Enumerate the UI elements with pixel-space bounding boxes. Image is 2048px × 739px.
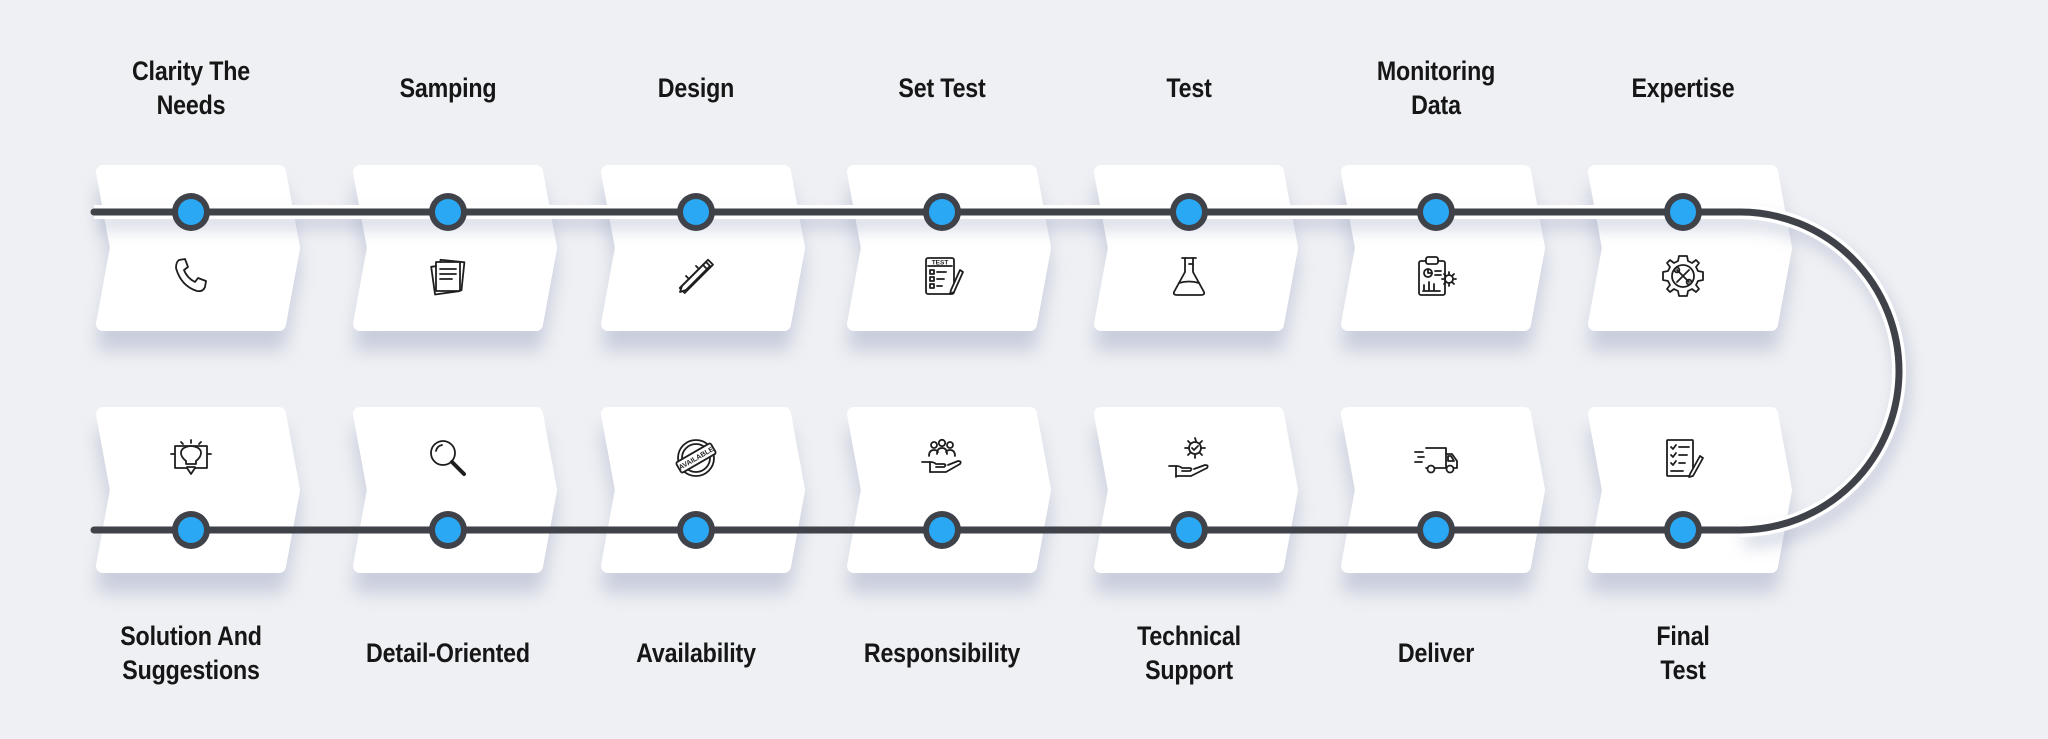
step-dot-top-7-fill [1670,199,1696,225]
step-dot-bottom-2-fill [435,517,461,543]
step-label-line: Detail-Oriented [366,638,530,668]
step-label-bottom-3: Availability [593,636,799,670]
gear-hand-icon [1168,437,1209,478]
step-label-line: Responsibility [863,638,1021,668]
step-label-line: Data [1411,90,1461,120]
step-label-line: Final [1656,621,1710,651]
people-hand-icon [921,438,962,473]
step-dot-bottom-1-fill [178,517,204,543]
step-dot-bottom-3-fill [683,517,709,543]
step-dot-top-3-fill [683,199,709,225]
step-label-line: Suggestions [122,655,260,685]
step-label-bottom-4: Responsibility [839,636,1045,670]
step-dot-top-2-fill [435,199,461,225]
delivery-truck-icon [1414,447,1458,474]
clipboard-chart-icon [1418,256,1457,296]
step-label-bottom-2: Detail-Oriented [345,636,551,670]
step-label-line: Expertise [1631,73,1735,103]
phone-icon [175,258,207,293]
step-label-line: Samping [399,73,497,103]
step-label-line: Design [657,73,735,103]
step-label-line: Test [1660,655,1706,685]
step-dot-top-4-fill [929,199,955,225]
step-label-top-5: Test [1086,71,1292,105]
step-label-top-4: Set Test [839,71,1045,105]
track-curve [1739,208,1903,534]
step-label-bottom-6: Deliver [1333,636,1539,670]
gear-tools-icon [1662,255,1704,297]
svg-text:TEST: TEST [932,260,949,267]
step-label-line: Deliver [1397,638,1475,668]
step-dot-bottom-6-fill [1423,517,1449,543]
lightbulb-bubble-icon [170,439,212,475]
step-label-line: Technical [1137,621,1241,651]
magnifier-icon [430,440,466,476]
checklist-pen-icon [1666,439,1704,478]
step-dot-bottom-5-fill [1176,517,1202,543]
step-dot-top-6-fill [1423,199,1449,225]
pencil-ruler-icon [678,258,714,294]
step-label-line: Needs [156,90,226,120]
flask-icon [1172,257,1206,296]
step-label-top-3: Design [593,71,799,105]
step-dot-top-5-fill [1176,199,1202,225]
step-label-line: Clarity The [131,56,251,86]
step-label-line: Availability [636,638,756,668]
test-sheet-icon: TEST [925,257,964,295]
step-dot-top-1-fill [178,199,204,225]
step-dot-bottom-4-fill [929,517,955,543]
step-label-top-2: Samping [345,71,551,105]
step-label-line: Test [1166,73,1212,103]
step-label-line: Solution And [120,621,262,651]
step-label-top-7: Expertise [1580,71,1786,105]
step-label-line: Set Test [898,73,986,103]
documents-icon [430,258,466,296]
step-label-line: Monitoring [1376,56,1496,86]
step-label-line: Support [1145,655,1233,685]
step-dot-bottom-7-fill [1670,517,1696,543]
